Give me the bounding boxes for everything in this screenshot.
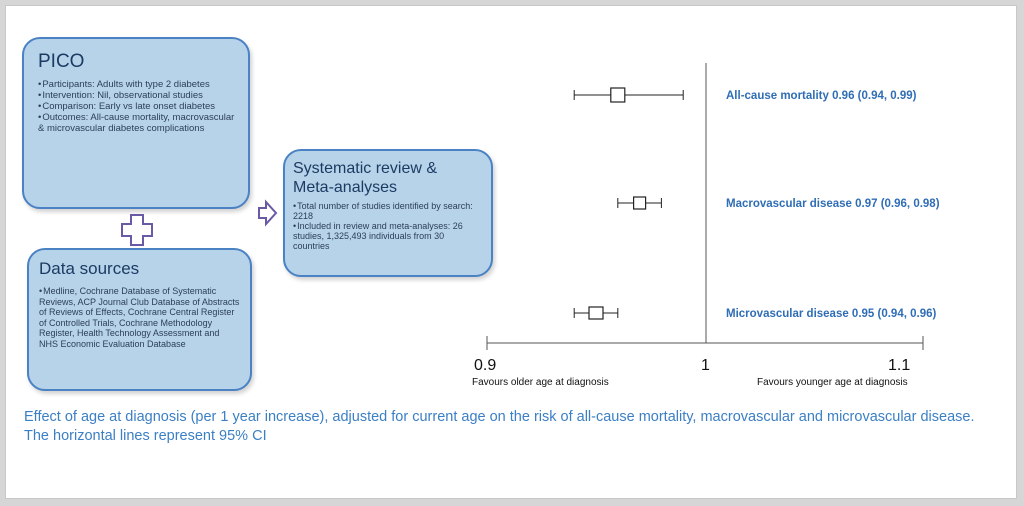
data-sources-list: Medline, Cochrane Database of Systematic… bbox=[39, 286, 240, 349]
arrow-right-icon bbox=[258, 199, 278, 227]
systematic-review-item: Total number of studies identified by se… bbox=[293, 201, 481, 221]
estimate-label: All-cause mortality 0.96 (0.94, 0.99) bbox=[726, 90, 917, 102]
estimate-label: Macrovascular disease 0.97 (0.96, 0.98) bbox=[726, 198, 940, 210]
point-estimate-box bbox=[588, 306, 604, 320]
x-tick-label: 1.1 bbox=[888, 357, 910, 374]
favours-right-label: Favours younger age at diagnosis bbox=[757, 377, 908, 388]
pico-box: PICO Participants: Adults with type 2 di… bbox=[22, 37, 250, 209]
x-tick-label: 0.9 bbox=[474, 357, 496, 374]
pico-item: Outcomes: All-cause mortality, macrovasc… bbox=[38, 112, 236, 134]
systematic-review-box: Systematic review & Meta-analyses Total … bbox=[283, 149, 493, 277]
pico-item: Intervention: Nil, observational studies bbox=[38, 90, 236, 101]
pico-item: Participants: Adults with type 2 diabete… bbox=[38, 79, 236, 90]
point-estimate-box bbox=[632, 196, 647, 210]
forest-plot: 0.9 1 1.1 Favours older age at diagnosis… bbox=[472, 63, 940, 388]
systematic-review-item: Included in review and meta-analyses: 26… bbox=[293, 221, 481, 251]
x-tick-label: 1 bbox=[701, 357, 710, 374]
systematic-review-list: Total number of studies identified by se… bbox=[293, 201, 481, 251]
favours-left-label: Favours older age at diagnosis bbox=[472, 377, 609, 388]
pico-list: Participants: Adults with type 2 diabete… bbox=[38, 79, 236, 134]
point-estimate-box bbox=[610, 87, 626, 103]
figure-caption: Effect of age at diagnosis (per 1 year i… bbox=[24, 409, 975, 444]
data-sources-title: Data sources bbox=[39, 259, 140, 278]
systematic-review-title: Systematic review & Meta-analyses bbox=[293, 160, 438, 196]
plus-icon bbox=[121, 214, 153, 246]
data-sources-box: Data sources Medline, Cochrane Database … bbox=[27, 248, 252, 391]
pico-item: Comparison: Early vs late onset diabetes bbox=[38, 101, 236, 112]
pico-title: PICO bbox=[38, 51, 85, 72]
data-sources-item: Medline, Cochrane Database of Systematic… bbox=[39, 286, 240, 349]
estimate-label: Microvascular disease 0.95 (0.94, 0.96) bbox=[726, 308, 936, 320]
